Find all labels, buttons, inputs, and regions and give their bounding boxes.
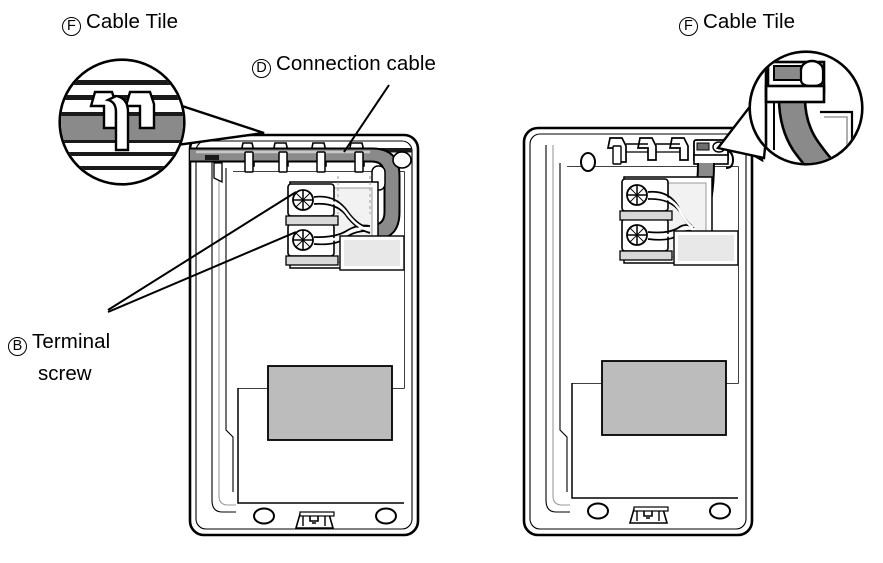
callout-text-terminal-screw: Terminal — [32, 330, 111, 353]
callout-text-cable-tile-right: Cable Tile — [703, 10, 796, 33]
right-device-terminal-block — [619, 176, 713, 264]
callout-cable-tile-left: F Cable Tile — [62, 10, 178, 36]
left-magnifier-content — [61, 61, 183, 183]
left-device-mounting-hole-2 — [375, 507, 397, 525]
callout-terminal-screw: B Terminal — [8, 330, 110, 356]
callout-connection-cable: D Connection cable — [252, 52, 436, 78]
right-device-mounting-hole-1 — [587, 502, 609, 520]
left-device-terminal-block — [285, 176, 379, 269]
left-device-label-block — [267, 365, 393, 441]
right-device-label-block — [601, 360, 727, 436]
left-device-rail-inner — [225, 168, 234, 492]
left-device-edge-tab — [205, 155, 223, 184]
terminal-wires — [313, 195, 371, 246]
left-device-rail-mid — [218, 150, 236, 506]
left-device — [188, 133, 420, 537]
leader-line-terminal-screw-2 — [107, 231, 297, 313]
right-device-bottom-bracket — [628, 506, 669, 524]
right-device-rail-inner — [559, 163, 568, 492]
left-device-mounting-hole-1 — [253, 507, 275, 525]
callout-marker-f-left: F — [62, 17, 81, 36]
leader-line-connection-cable — [343, 84, 390, 153]
terminal-wires-fill — [313, 198, 371, 243]
callout-text-cable-tile-left: Cable Tile — [86, 10, 179, 33]
left-magnifier — [58, 58, 265, 186]
right-magnifier-content — [751, 53, 861, 163]
callout-marker-f-right: F — [679, 17, 698, 36]
leader-line-terminal-screw-1 — [107, 191, 297, 311]
right-device — [522, 126, 754, 537]
right-device-cable-tiles — [606, 137, 689, 165]
magnified-clip-band-right — [764, 84, 826, 104]
callout-text-connection-cable: Connection cable — [276, 52, 437, 75]
left-device-clip-bands — [244, 151, 364, 173]
callout-cable-tile-right: F Cable Tile — [679, 10, 795, 36]
right-device-rail-mid — [552, 145, 570, 506]
right-device-mounting-hole-2 — [709, 502, 731, 520]
magnified-clip-band — [104, 94, 130, 152]
callout-marker-d: D — [252, 59, 271, 78]
right-device-top-hole-left — [580, 152, 596, 172]
callout-text-terminal-screw-line2: screw — [38, 362, 92, 385]
callout-marker-b: B — [8, 337, 27, 356]
left-device-bottom-bracket — [294, 511, 335, 529]
left-device-rail-outer — [211, 150, 236, 513]
right-device-rail-outer — [545, 145, 570, 513]
